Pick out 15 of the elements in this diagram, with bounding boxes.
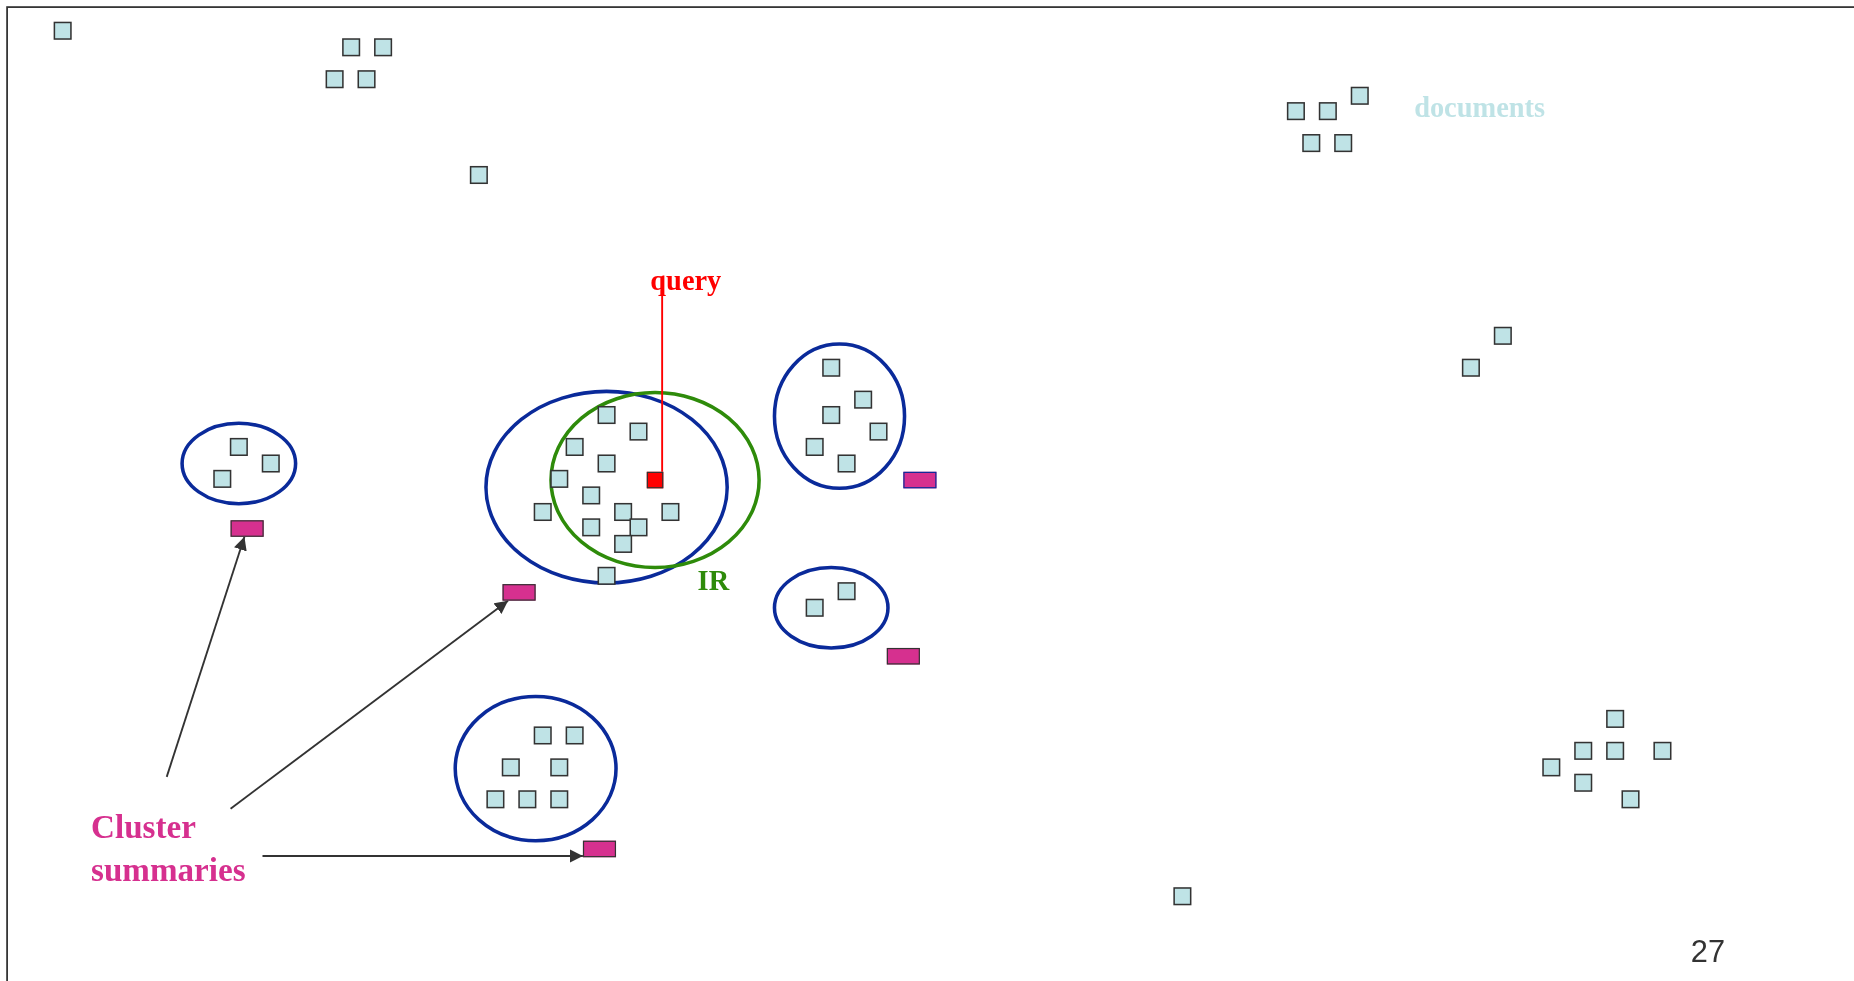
leader-line [661,294,664,473]
summary-bar [502,584,536,601]
summary-bar [230,520,264,537]
summary-bar [886,647,920,665]
query-label: query [650,262,722,300]
arrow [165,535,247,778]
documents-label: documents [1414,92,1545,125]
cluster-summaries-label: Cluster summaries [91,806,269,893]
ir-label: IR [697,565,730,598]
arrow [261,849,584,863]
summary-bar [582,840,617,858]
page-number: 27 [1690,934,1726,971]
query-marker [646,471,664,489]
summary-bar [903,471,937,489]
arrow [229,599,509,810]
